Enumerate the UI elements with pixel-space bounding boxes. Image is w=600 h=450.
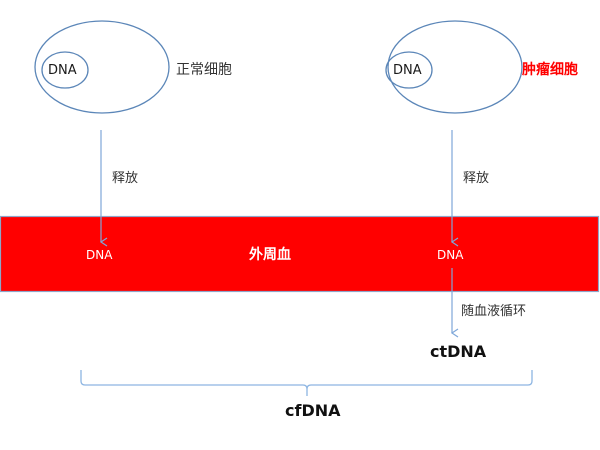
normal-cell-membrane [34, 20, 170, 114]
normal-release-label: 释放 [112, 171, 139, 186]
cfdna-label: cfDNA [285, 401, 341, 420]
normal-cell-label: 正常细胞 [176, 62, 232, 78]
ctdna-label: ctDNA [430, 342, 487, 361]
tumor-cell-dna-label: DNA [393, 63, 422, 78]
tumor-cell-label: 肿瘤细胞 [522, 62, 578, 78]
blood-title: 外周血 [249, 247, 291, 263]
blood-right-dna-label: DNA [437, 248, 464, 262]
tumor-cell-membrane [387, 20, 523, 114]
normal-cell-dna-label: DNA [48, 63, 77, 78]
tumor-release-label: 释放 [463, 171, 490, 186]
peripheral-blood-band [0, 215, 600, 293]
circulation-label: 随血液循环 [461, 304, 527, 319]
cfdna-brace [80, 370, 533, 396]
normal-cell-nucleus [41, 51, 89, 89]
tumor-cell-nucleus [385, 51, 433, 89]
blood-left-dna-label: DNA [86, 248, 113, 262]
